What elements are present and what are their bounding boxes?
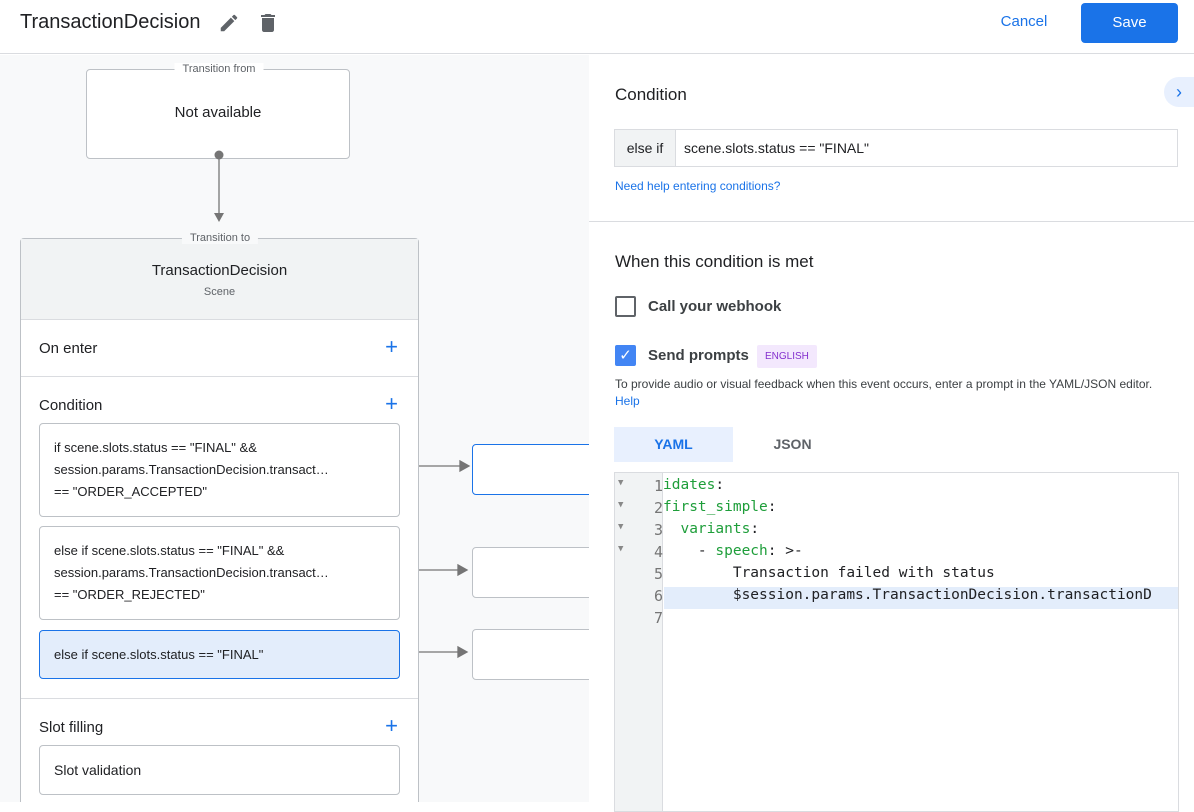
add-on-enter-icon[interactable]: + [385, 334, 398, 359]
webhook-label: Call your webhook [648, 298, 782, 315]
code-text: $session.params.TransactionDecision.tran… [663, 587, 1152, 603]
condition-line: session.params.TransactionDecision.trans… [54, 565, 329, 580]
slot-validation-label: Slot validation [54, 762, 142, 778]
condition-input-group: else if scene.slots.status == "FINAL" [614, 129, 1178, 167]
condition-line: session.params.TransactionDecision.trans… [54, 462, 329, 477]
code-text: first_simple: [663, 499, 777, 515]
line-number: 4 [653, 543, 663, 561]
language-badge: ENGLISH [757, 345, 817, 368]
condition-item[interactable]: else if scene.slots.status == "FINAL" &&… [39, 526, 400, 620]
on-enter-label: On enter [39, 340, 98, 357]
condition-line: if scene.slots.status == "FINAL" && [54, 440, 257, 455]
webhook-checkbox[interactable] [615, 296, 636, 317]
condition-label: Condition [39, 397, 103, 414]
flow-canvas: Transition from Not available Transition… [0, 55, 589, 802]
line-number: 3 [653, 521, 663, 539]
top-bar: TransactionDecision Cancel Save [0, 0, 1194, 54]
code-text: variants: [663, 521, 759, 537]
transition-to-label: Transition to [181, 232, 259, 244]
slot-validation-item[interactable]: Slot validation [39, 745, 400, 795]
condition-input[interactable]: scene.slots.status == "FINAL" [684, 140, 870, 156]
condition-line: == "ORDER_ACCEPTED" [54, 484, 207, 499]
editor-gutter [615, 473, 663, 811]
collapse-panel-icon[interactable]: › [1164, 77, 1194, 107]
transition-from-value: Not available [174, 104, 262, 121]
code-text: - speech: >- [663, 543, 803, 559]
scene-type: Scene [203, 286, 236, 298]
transition-from-label: Transition from [174, 63, 264, 75]
code-indent [663, 521, 680, 537]
trash-icon[interactable] [256, 11, 280, 35]
on-enter-section: On enter + [21, 320, 418, 376]
condition-line: else if scene.slots.status == "FINAL" [54, 646, 264, 662]
scene-header: Transition to TransactionDecision Scene [21, 232, 418, 320]
scene-name: TransactionDecision [151, 262, 288, 279]
fold-arrow-icon[interactable]: ▼ [618, 478, 624, 488]
line-number: 5 [653, 565, 663, 583]
add-slot-icon[interactable]: + [385, 713, 398, 738]
condition-title: Condition [615, 85, 687, 104]
help-link[interactable]: Need help entering conditions? [615, 179, 781, 193]
slot-filling-label: Slot filling [39, 719, 104, 736]
when-met-title: When this condition is met [615, 252, 814, 271]
code-text: idates: [663, 477, 724, 493]
transition-target-2[interactable] [472, 547, 589, 598]
code-indent: - [663, 543, 716, 559]
yaml-value: : >- [767, 543, 803, 559]
line-number: 2 [653, 499, 663, 517]
pencil-icon[interactable] [218, 12, 240, 34]
code-indent [663, 565, 733, 581]
tab-yaml[interactable]: YAML [614, 427, 733, 462]
detail-panel: › Condition else if scene.slots.status =… [589, 55, 1194, 812]
line-number: 7 [653, 609, 663, 627]
yaml-key: idates [663, 477, 716, 493]
prompts-checkbox[interactable]: ✓ [615, 345, 636, 366]
line-number: 6 [653, 587, 663, 605]
yaml-value: : [750, 521, 760, 537]
scene-card: Transition to TransactionDecision Scene … [20, 232, 419, 802]
transition-target-1[interactable] [472, 444, 589, 495]
slot-filling-section: Slot filling + Slot validation [21, 698, 418, 802]
condition-line: else if scene.slots.status == "FINAL" && [54, 543, 285, 558]
prompt-description-text: To provide audio or visual feedback when… [615, 377, 1153, 391]
yaml-value: Transaction failed with status [732, 565, 995, 581]
line-number: 1 [653, 477, 663, 495]
condition-line: == "ORDER_REJECTED" [54, 587, 205, 602]
page-title: TransactionDecision [20, 11, 201, 33]
divider [589, 221, 1194, 222]
prompt-description: To provide audio or visual feedback when… [615, 376, 1175, 410]
transition-from-box: Transition from Not available [86, 63, 350, 159]
fold-arrow-icon[interactable]: ▼ [618, 522, 624, 532]
yaml-value: : [767, 499, 777, 515]
cancel-button[interactable]: Cancel [1000, 13, 1048, 30]
fold-arrow-icon[interactable]: ▼ [618, 500, 624, 510]
condition-item[interactable]: if scene.slots.status == "FINAL" && sess… [39, 423, 400, 517]
yaml-value: $session.params.TransactionDecision.tran… [732, 587, 1152, 603]
transition-target-3[interactable] [472, 629, 589, 680]
condition-prefix: else if [615, 130, 676, 166]
prompt-help-link[interactable]: Help [615, 394, 640, 408]
code-indent [663, 587, 733, 603]
prompts-label: Send prompts [648, 347, 749, 364]
condition-section: Condition + if scene.slots.status == "FI… [21, 376, 418, 698]
tab-json[interactable]: JSON [773, 436, 812, 452]
fold-arrow-icon[interactable]: ▼ [618, 544, 624, 554]
yaml-key: speech [715, 543, 768, 559]
yaml-key: variants [680, 521, 751, 537]
condition-item-selected[interactable]: else if scene.slots.status == "FINAL" [39, 630, 400, 679]
yaml-value: : [715, 477, 725, 493]
active-line-highlight [664, 587, 1178, 609]
save-button[interactable]: Save [1081, 3, 1178, 43]
code-text: Transaction failed with status [663, 565, 995, 581]
yaml-key: first_simple [663, 499, 768, 515]
add-condition-icon[interactable]: + [385, 391, 398, 416]
